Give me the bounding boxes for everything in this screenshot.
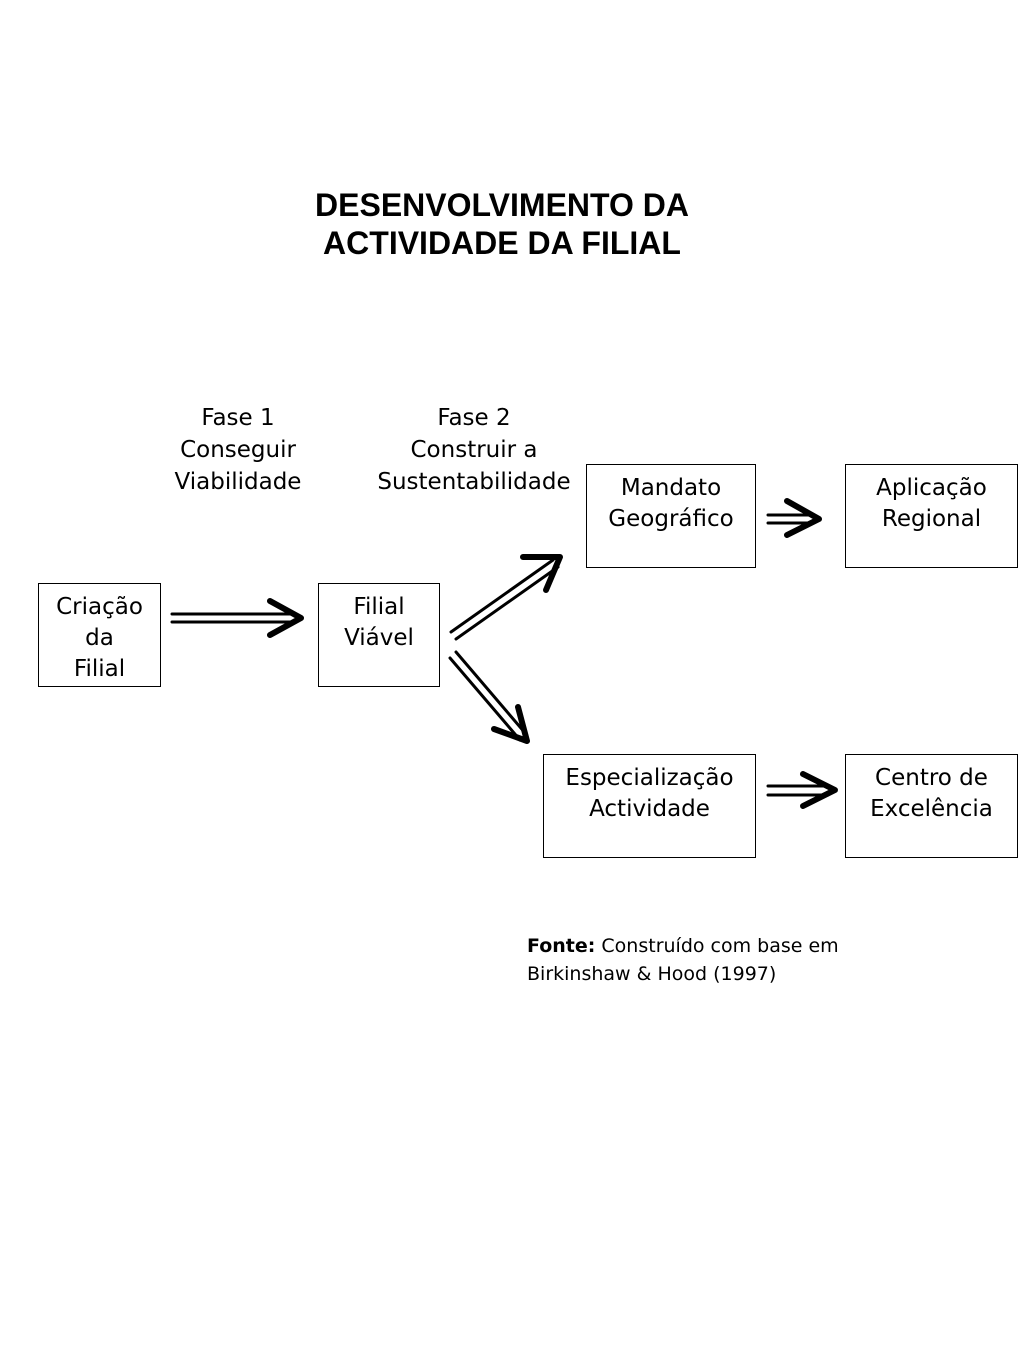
title-line-2: ACTIVIDADE DA FILIAL	[323, 225, 681, 261]
node-mandato-line-1: Mandato	[620, 475, 722, 501]
node-criacao-da-filial: Criação da Filial	[38, 583, 161, 687]
title-line-1: DESENVOLVIMENTO DA	[315, 187, 689, 223]
phase-2-line-3: Sustentabilidade	[377, 469, 571, 495]
phase-2-label: Fase 2 Construir a Sustentabilidade	[364, 402, 584, 498]
node-especializacao-line-2: Actividade	[589, 796, 710, 822]
node-centro-line-1: Centro de	[875, 765, 988, 791]
phase-1-line-3: Viabilidade	[174, 469, 302, 495]
arrow-criacao-to-filial	[170, 598, 304, 638]
phase-1-name: Fase 1	[201, 405, 275, 431]
phase-1-label: Fase 1 Conseguir Viabilidade	[148, 402, 328, 498]
node-mandato-line-2: Geográfico	[608, 506, 734, 532]
arrow-filial-to-mandato	[449, 554, 563, 641]
arrow-filial-to-especializacao	[448, 650, 530, 744]
node-criacao-line-2: da	[85, 625, 114, 651]
phase-2-line-2: Construir a	[410, 437, 538, 463]
node-filial-viavel-line-1: Filial	[353, 594, 405, 620]
node-filial-viavel: Filial Viável	[318, 583, 440, 687]
node-criacao-line-1: Criação	[56, 594, 143, 620]
source-text-1: Construído com base em	[601, 935, 839, 957]
node-filial-viavel-line-2: Viável	[344, 625, 414, 651]
arrow-especializacao-to-centro	[766, 771, 838, 809]
source-text-2: Birkinshaw & Hood (1997)	[527, 963, 777, 985]
node-centro-de-excelencia: Centro de Excelência	[845, 754, 1018, 858]
arrow-mandato-to-aplicacao	[766, 498, 822, 538]
node-centro-line-2: Excelência	[870, 796, 993, 822]
node-aplicacao-line-2: Regional	[881, 506, 982, 532]
node-mandato-geografico: Mandato Geográfico	[586, 464, 756, 568]
node-aplicacao-regional: Aplicação Regional	[845, 464, 1018, 568]
source-note: Fonte: Construído com base em Birkinshaw…	[527, 932, 839, 988]
node-criacao-line-3: Filial	[73, 656, 126, 682]
phase-1-line-2: Conseguir	[180, 437, 296, 463]
diagram-title: DESENVOLVIMENTO DA ACTIVIDADE DA FILIAL	[262, 186, 742, 262]
source-line-1: Fonte: Construído com base em	[527, 932, 839, 960]
node-especializacao-actividade: Especialização Actividade	[543, 754, 756, 858]
phase-2-name: Fase 2	[437, 405, 511, 431]
node-aplicacao-line-1: Aplicação	[876, 475, 987, 501]
source-label: Fonte:	[527, 935, 596, 957]
node-especializacao-line-1: Especialização	[565, 765, 734, 791]
